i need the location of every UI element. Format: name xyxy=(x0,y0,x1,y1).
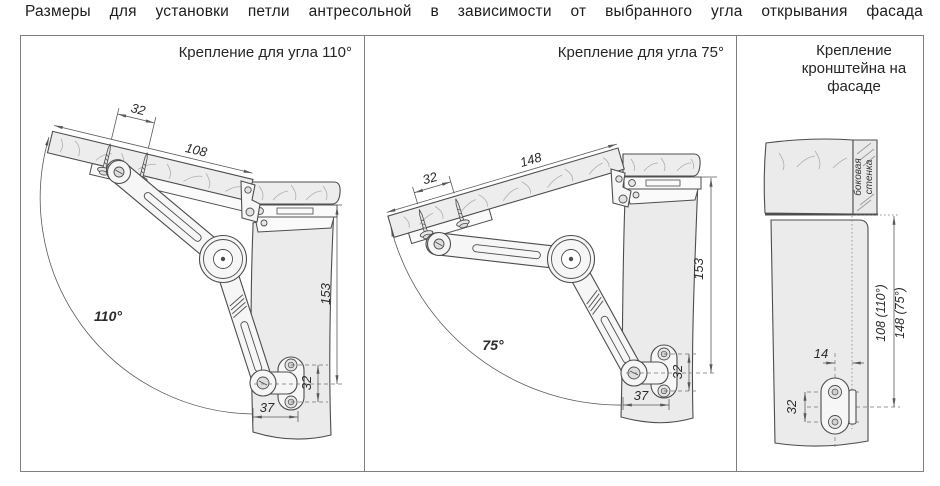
panel-angle-110: Крепление для угла 110° 110° xyxy=(21,36,365,471)
opening-arc-110 xyxy=(39,136,254,415)
wall-bracket xyxy=(620,344,678,399)
dim-bracket-holes: 32 xyxy=(670,354,691,391)
dim-door-length: 108 xyxy=(53,125,253,174)
dim-edge-offset: 14 xyxy=(814,346,864,365)
dim-side-height: 153 xyxy=(304,204,342,384)
dim-door-length: 148 xyxy=(386,143,617,213)
dim-side-height: 153 xyxy=(691,176,717,373)
svg-text:32: 32 xyxy=(784,399,799,414)
dim-height-110: 108 (110°) xyxy=(874,284,888,342)
svg-text:148: 148 xyxy=(518,149,544,170)
panel-75-header: Крепление для угла 75° xyxy=(557,44,724,61)
diagram-facade: боковая стенка xyxy=(763,138,907,447)
dim-bracket-heights: 108 (110°) 148 (75°) xyxy=(874,216,907,407)
svg-text:32: 32 xyxy=(129,100,147,118)
panels-table: Крепление для угла 110° 110° xyxy=(20,35,924,472)
svg-text:32: 32 xyxy=(421,169,440,188)
side-wall-label-line1: боковая xyxy=(852,158,864,196)
panel-facade-header: Крепление кронштейна на фасаде xyxy=(801,42,907,95)
panel-angle-75: Крепление для угла 75° 75° xyxy=(365,36,737,471)
panel-110-header: Крепление для угла 110° xyxy=(178,44,352,61)
svg-text:153: 153 xyxy=(691,257,706,279)
svg-text:37: 37 xyxy=(634,388,649,403)
svg-text:14: 14 xyxy=(814,346,828,361)
hinge-knuckle xyxy=(610,168,632,208)
upper-pivot xyxy=(426,231,452,257)
facade-bracket xyxy=(820,377,857,435)
hinge-body xyxy=(623,176,702,205)
panel-facade: Крепление кронштейна на фасаде xyxy=(737,36,923,471)
opening-arc-75 xyxy=(390,227,626,406)
svg-text:108: 108 xyxy=(184,140,209,160)
dim-bracket-holes: 32 xyxy=(299,365,320,402)
hinge-knuckle xyxy=(240,180,261,223)
dim-height-75: 148 (75°) xyxy=(893,287,907,339)
side-wall-label-line2: стенка xyxy=(864,159,875,194)
facade-door: 32 148 xyxy=(386,143,625,245)
svg-text:32: 32 xyxy=(299,375,314,390)
page-title: Размеры для установки петли антресольной… xyxy=(25,3,923,20)
dim-bracket-offset: 37 xyxy=(252,400,299,422)
dim-bracket-holes: 32 xyxy=(784,392,807,422)
svg-text:32: 32 xyxy=(670,364,685,379)
hinge-cam-disc xyxy=(198,234,248,284)
svg-text:37: 37 xyxy=(260,400,275,415)
cabinet-top-board xyxy=(622,153,701,177)
hinge-cam-disc xyxy=(546,234,596,284)
diagram-angle-110: 110° xyxy=(39,100,342,440)
dim-bracket-offset: 37 xyxy=(622,388,670,410)
upper-pivot xyxy=(106,159,132,185)
dim-screw-spacing: 32 xyxy=(111,100,157,149)
hinge-body xyxy=(251,204,338,233)
side-wall-section: боковая стенка xyxy=(763,138,878,216)
angle-label-75: 75° xyxy=(482,337,504,353)
diagram-angle-75: 75° xyxy=(386,143,717,424)
angle-label-110: 110° xyxy=(94,308,122,324)
svg-text:153: 153 xyxy=(318,282,333,304)
cabinet-top-board xyxy=(250,181,341,205)
